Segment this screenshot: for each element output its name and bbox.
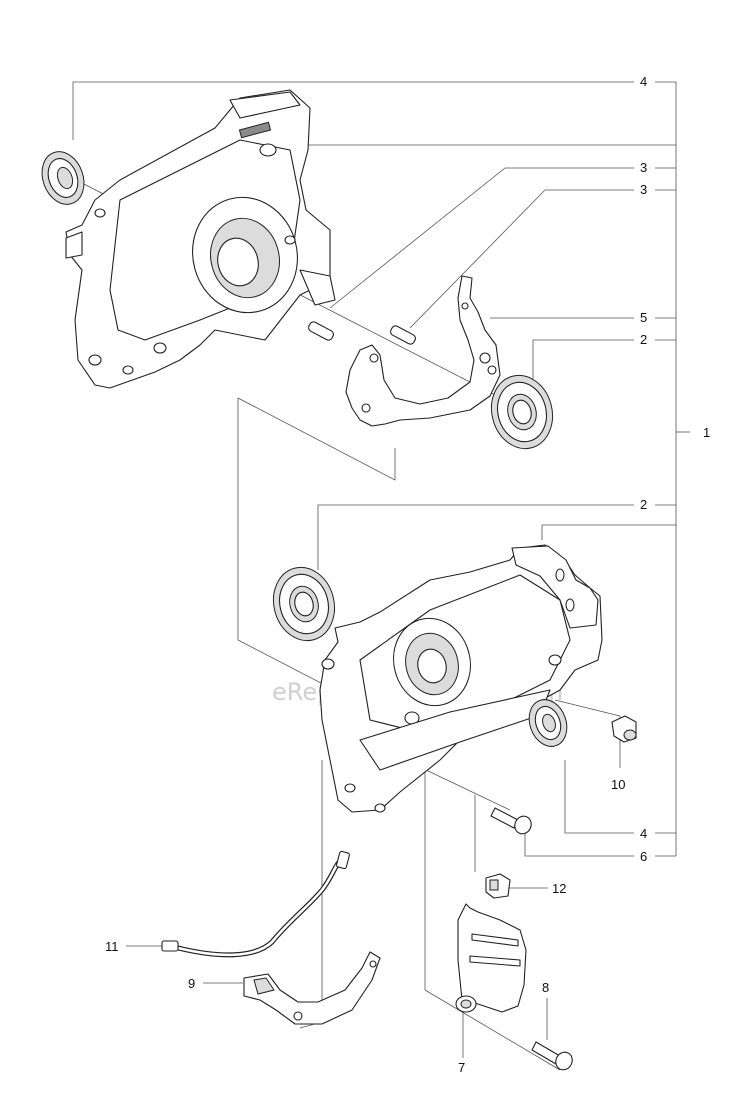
cover-plate (455, 903, 527, 1013)
callout-7: 7 (458, 1060, 465, 1075)
seal-ring-bottom (528, 699, 568, 747)
callout-10: 10 (611, 777, 625, 792)
callout-11: 11 (105, 939, 119, 954)
ball-bearing-middle (272, 566, 336, 642)
ignition-wire (161, 850, 351, 958)
screw-8 (531, 1041, 573, 1071)
nipple-fitting (611, 715, 637, 743)
callout-5: 5 (640, 310, 647, 325)
callout-3-a: 3 (640, 160, 647, 175)
gasket (345, 275, 501, 427)
callout-4-top: 4 (640, 74, 647, 89)
lower-crankcase-half (319, 544, 603, 813)
callout-labels: 4 3 3 5 2 1 2 10 4 6 12 11 9 8 7 (105, 74, 710, 1075)
dowel-pin-a (308, 321, 334, 341)
callout-1: 1 (703, 425, 710, 440)
callout-4-bottom: 4 (640, 826, 647, 841)
wire-clip (485, 873, 511, 899)
callout-6: 6 (640, 849, 647, 864)
screw-6 (490, 807, 532, 835)
leader-lines (72, 81, 690, 1071)
callout-2-mid: 2 (640, 497, 647, 512)
callout-3-b: 3 (640, 182, 647, 197)
seal-ring-top (41, 151, 85, 205)
callout-2-top: 2 (640, 332, 647, 347)
callout-12: 12 (552, 881, 566, 896)
upper-crankcase-half (65, 89, 336, 389)
callout-9: 9 (188, 976, 195, 991)
dowel-pin-b (390, 325, 416, 345)
callout-8: 8 (542, 980, 549, 995)
ball-bearing-top (490, 374, 554, 450)
pickup-bracket (243, 951, 381, 1025)
